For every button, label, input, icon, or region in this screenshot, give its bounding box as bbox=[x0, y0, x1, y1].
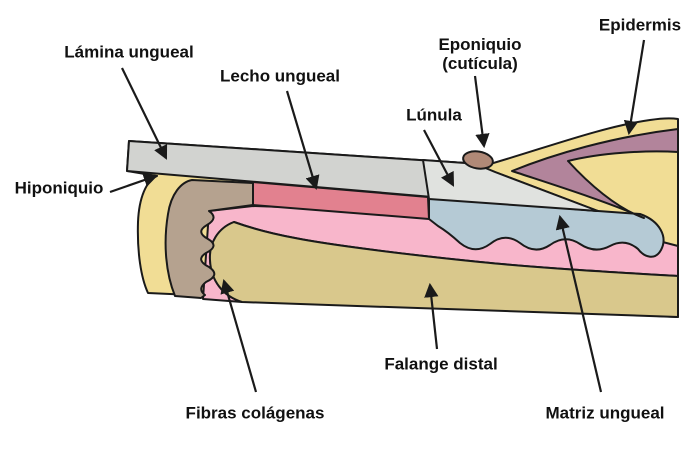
falange-distal-arrow bbox=[424, 282, 439, 350]
cuticle-region bbox=[462, 150, 494, 170]
fold-dermis-region bbox=[511, 128, 679, 219]
lecho-ungueal-arrow bbox=[285, 90, 320, 191]
epidermis-arrow bbox=[623, 39, 646, 136]
label-lunula: Lúnula bbox=[406, 105, 462, 125]
label-lamina-ungueal: Lámina ungueal bbox=[64, 42, 194, 62]
label-eponiquio-line1: Eponiquio bbox=[438, 35, 522, 54]
lamina-ungueal-arrow bbox=[121, 67, 168, 160]
label-eponiquio: Eponiquio (cutícula) bbox=[438, 35, 521, 73]
label-falange-distal: Falange distal bbox=[384, 354, 498, 374]
label-matriz-ungueal: Matriz ungueal bbox=[545, 403, 665, 423]
label-lecho-ungueal: Lecho ungueal bbox=[220, 66, 340, 86]
label-hiponiquio: Hiponiquio bbox=[14, 178, 104, 198]
fibras-colagenas-arrow bbox=[220, 278, 258, 393]
eponiquio-arrow bbox=[473, 75, 490, 149]
distal-phalanx-region bbox=[208, 221, 679, 318]
lunula-arrow bbox=[423, 129, 455, 187]
label-fibras-colagenas: Fibras colágenas bbox=[185, 403, 325, 423]
matriz-ungueal-arrow bbox=[555, 214, 603, 393]
hiponiquio-arrow bbox=[109, 173, 159, 194]
label-eponiquio-line2: (cutícula) bbox=[442, 54, 518, 73]
label-epidermis: Epidermis bbox=[598, 15, 682, 35]
tip-dermis-band-region bbox=[164, 179, 254, 299]
